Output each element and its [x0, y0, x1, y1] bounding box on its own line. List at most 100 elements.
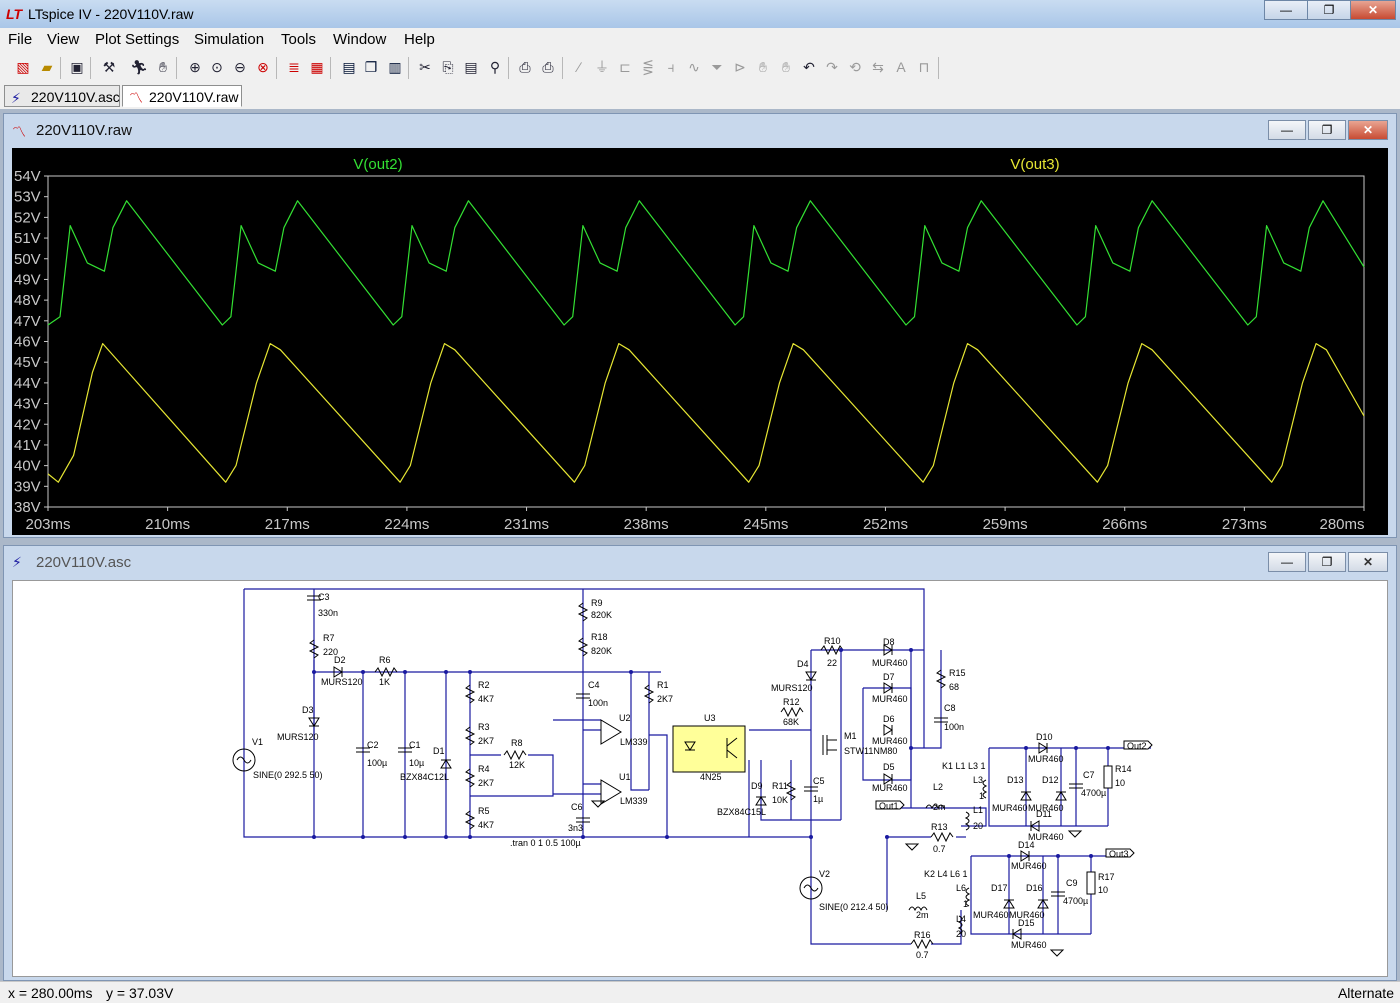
component-label: 2m [933, 802, 946, 812]
menu-window[interactable]: Window [333, 31, 387, 48]
menu-tools[interactable]: Tools [281, 31, 317, 48]
schematic-drawing[interactable]: C3330nR7220D2MURS120R61KD3MURS120V1SINE(… [13, 581, 1387, 976]
zoom-out-icon[interactable]: ⊖ [234, 59, 246, 75]
component-label: 0.7 [916, 950, 929, 960]
control-panel-icon[interactable]: ⚒ [102, 59, 116, 75]
schematic-close-button[interactable]: ✕ [1348, 552, 1388, 572]
print-preview-icon[interactable]: ⎙ [519, 59, 531, 75]
y-tick-label: 47V [14, 313, 41, 330]
grid-icon[interactable]: ▦ [310, 59, 324, 75]
net-label[interactable]: Out1 [875, 800, 905, 811]
waveform-chart[interactable]: V(out2) V(out3) 54V53V52V51V50V49V48V47V… [12, 148, 1388, 535]
status-bar: x = 280.00ms y = 37.03V Alternate [0, 981, 1400, 1003]
capacitor-icon[interactable]: ⫞ [667, 59, 675, 75]
run-icon[interactable]: 🏃︎ [130, 59, 148, 75]
component-label: MUR460 [872, 694, 908, 704]
component-label: D1 [433, 746, 445, 756]
component-icon[interactable]: ⊳ [734, 59, 746, 75]
menu-simulation[interactable]: Simulation [194, 31, 265, 48]
waveform-close-button[interactable]: ✕ [1348, 120, 1388, 140]
save-icon[interactable]: ▣ [70, 59, 84, 75]
component-label: 100µ [367, 758, 387, 768]
rotate-icon[interactable]: ⟲ [849, 59, 861, 75]
schematic-maximize-button[interactable]: ❐ [1308, 552, 1346, 572]
component-label: D6 [883, 714, 895, 724]
inductor-icon[interactable]: ∿ [688, 59, 700, 75]
component-label: 4700µ [1081, 788, 1106, 798]
draw-wire-icon[interactable]: ∕ [577, 59, 581, 75]
component-label: MURS120 [321, 677, 363, 687]
schematic-minimize-button[interactable]: — [1268, 552, 1306, 572]
component-label: R16 [914, 930, 931, 940]
y-tick-label: 51V [14, 230, 41, 247]
menu-plot-settings[interactable]: Plot Settings [95, 31, 180, 48]
x-tick-label: 210ms [145, 516, 190, 533]
print-icon[interactable]: ⎙ [542, 59, 554, 75]
toolbar-separator [176, 57, 177, 79]
component-label: .tran 0 1 0.5 100µ [510, 838, 581, 848]
component-label: MUR460 [1028, 832, 1064, 842]
component-label: 2m [916, 910, 929, 920]
menu-help[interactable]: Help [404, 31, 435, 48]
x-tick-label: 217ms [265, 516, 310, 533]
spice-directive-icon[interactable]: ⊓ [918, 59, 930, 75]
maximize-button[interactable]: ❐ [1307, 0, 1351, 20]
find-binoculars-icon[interactable]: ⚲ [489, 59, 501, 75]
waveform-maximize-button[interactable]: ❐ [1308, 120, 1346, 140]
tile-vertical-icon[interactable]: ▥ [388, 59, 402, 75]
close-button[interactable]: ✕ [1350, 0, 1396, 20]
x-tick-label: 273ms [1222, 516, 1267, 533]
component-label: LM339 [620, 796, 648, 806]
component-label: D8 [883, 637, 895, 647]
label-net-icon[interactable]: ⊏ [619, 59, 631, 75]
tab-220v110v-asc[interactable]: ⚡︎ 220V110V.asc [4, 85, 120, 107]
component-label: 4700µ [1063, 896, 1088, 906]
autorange-icon[interactable]: ≣ [288, 59, 300, 75]
component-label: D4 [797, 659, 809, 669]
x-tick-label: 231ms [504, 516, 549, 533]
zoom-in-icon[interactable]: ⊕ [189, 59, 201, 75]
diode-icon[interactable]: ⏷ [711, 59, 723, 75]
component-label: BZX84C15L [717, 807, 766, 817]
trace-v-out2[interactable] [47, 200, 1365, 326]
waveform-minimize-button[interactable]: — [1268, 120, 1306, 140]
menu-view[interactable]: View [47, 31, 80, 48]
status-cursor-x: x = 280.00ms [8, 985, 93, 1001]
redo-icon[interactable]: ↷ [826, 59, 838, 75]
legend-v-out3[interactable]: V(out3) [1010, 156, 1059, 173]
component-label: 2K7 [657, 694, 673, 704]
undo-icon[interactable]: ↶ [803, 59, 815, 75]
schematic-labels: C3330nR7220D2MURS120R61KD3MURS120V1SINE(… [252, 592, 1132, 960]
trace-v-out3[interactable] [47, 343, 1365, 483]
new-schematic-icon[interactable]: ▧ [16, 59, 30, 75]
menu-file[interactable]: File [8, 31, 33, 48]
legend-v-out2[interactable]: V(out2) [353, 156, 402, 173]
text-icon[interactable]: A [896, 59, 906, 75]
mirror-icon[interactable]: ⇆ [872, 59, 884, 75]
schematic-window-title: 220V110V.asc [36, 554, 132, 571]
cascade-icon[interactable]: ❐ [364, 59, 378, 75]
halt-hand-icon[interactable]: ✋︎ [159, 59, 167, 75]
zoom-fit-icon[interactable]: ⊗ [257, 59, 269, 75]
tab-220v110v-raw[interactable]: 〽︎ 220V110V.raw [122, 85, 242, 107]
copy-icon[interactable]: ⎘ [442, 59, 454, 75]
ground-icon[interactable]: ⏚ [595, 59, 609, 75]
drag-hand-icon[interactable]: ✋︎ [782, 59, 790, 75]
move-hand-icon[interactable]: ✋︎ [759, 59, 767, 75]
component-label: D9 [751, 781, 763, 791]
component-label: U3 [704, 713, 716, 723]
mdi-workspace: 〽︎ 220V110V.raw — ❐ ✕ V(out2) V(out3) 54… [0, 109, 1400, 981]
open-folder-icon[interactable]: ▰ [41, 59, 53, 75]
paste-icon[interactable]: ▤ [464, 59, 478, 75]
net-label[interactable]: Out3 [1105, 848, 1135, 859]
net-label[interactable]: Out2 [1123, 740, 1153, 751]
resistor-icon[interactable]: ⋚ [642, 59, 654, 75]
tile-horizontal-icon[interactable]: ▤ [342, 59, 356, 75]
component-label: 100n [588, 698, 608, 708]
cut-icon[interactable]: ✂ [419, 59, 431, 75]
minimize-button[interactable]: — [1264, 0, 1308, 20]
zoom-pan-icon[interactable]: ⊙ [211, 59, 223, 75]
